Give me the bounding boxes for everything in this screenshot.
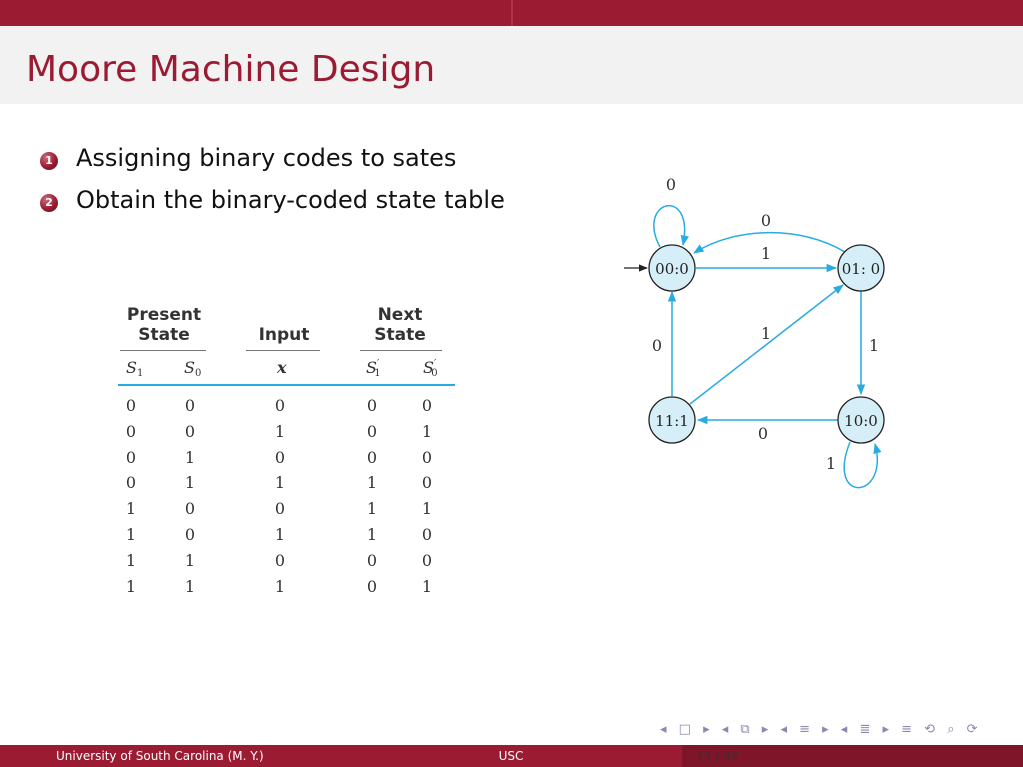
table-cell: 1 bbox=[184, 550, 196, 570]
subheader-x: x bbox=[277, 358, 287, 377]
table-cell: 0 bbox=[184, 421, 196, 441]
bullet-text: Obtain the binary-coded state table bbox=[76, 186, 505, 214]
header-underline bbox=[360, 350, 442, 351]
bullet-number-badge: 1 bbox=[40, 152, 58, 170]
table-cell: 1 bbox=[125, 525, 137, 544]
table-cell: 1 bbox=[274, 421, 286, 441]
label-01-00: 0 bbox=[761, 211, 771, 230]
table-cell: 0 bbox=[184, 396, 196, 415]
subheader-s1: S1 bbox=[126, 358, 144, 379]
table-cell: 1 bbox=[184, 447, 196, 467]
table-cell: 0 bbox=[184, 499, 196, 519]
header-next-line2: State bbox=[374, 325, 426, 345]
beamer-nav-controls[interactable]: ◂ □ ▸ ◂ ⧉ ▸ ◂ ≡ ▸ ◂ ≣ ▸ ≡ ⟲ ⌕ ⟳ bbox=[660, 722, 982, 737]
state-11: 11:1 bbox=[648, 396, 696, 444]
header-next-line1: Next bbox=[377, 305, 423, 325]
header-underline bbox=[246, 350, 320, 351]
table-cell: 0 bbox=[184, 525, 196, 544]
table-cell: 0 bbox=[421, 550, 433, 570]
table-cell: 0 bbox=[274, 447, 286, 467]
header-next: Next State bbox=[358, 305, 442, 345]
label-self-10: 1 bbox=[826, 454, 836, 473]
table-cell: 0 bbox=[366, 396, 378, 415]
edge-11-to-01 bbox=[689, 284, 844, 405]
table-cell: 0 bbox=[421, 396, 433, 415]
header-underline bbox=[120, 350, 206, 351]
table-cell: 1 bbox=[366, 499, 378, 519]
table-cell: 0 bbox=[366, 550, 378, 570]
label-00-01: 1 bbox=[761, 244, 771, 263]
table-cell: 0 bbox=[125, 421, 137, 441]
footer-page-number: 13 / 32 bbox=[682, 745, 1023, 767]
table-cell: 1 bbox=[184, 576, 196, 596]
table-cell: 1 bbox=[421, 576, 433, 596]
svg-text:10:0: 10:0 bbox=[844, 412, 878, 430]
edge-01-to-00 bbox=[693, 231, 846, 254]
top-bar bbox=[0, 0, 1023, 26]
footer-institution: University of South Carolina (M. Y.) bbox=[56, 749, 264, 763]
header-present-line2: State bbox=[138, 325, 190, 345]
edge-self-10 bbox=[843, 441, 882, 489]
table-cell: 1 bbox=[421, 499, 433, 519]
footer-center: USC bbox=[498, 749, 524, 763]
table-cell: 0 bbox=[125, 447, 137, 467]
table-cell: 1 bbox=[366, 525, 378, 544]
table-cell: 1 bbox=[274, 525, 286, 544]
footer-bar: University of South Carolina (M. Y.) USC… bbox=[0, 745, 1023, 767]
bullet-text: Assigning binary codes to sates bbox=[76, 144, 457, 172]
state-00: 00:0 bbox=[648, 244, 696, 292]
table-cell: 1 bbox=[125, 576, 137, 596]
table-cell: 0 bbox=[125, 396, 137, 415]
svg-text:01: 0: 01: 0 bbox=[842, 260, 880, 278]
table-cell: 0 bbox=[421, 473, 433, 493]
label-11-00: 0 bbox=[652, 336, 662, 355]
table-cell: 0 bbox=[421, 447, 433, 467]
label-11-01: 1 bbox=[761, 324, 771, 343]
header-input: Input bbox=[258, 325, 310, 345]
slide-title: Moore Machine Design bbox=[26, 49, 436, 90]
subheader-s0: S0 bbox=[184, 358, 202, 379]
state-diagram: 00:0 01: 0 11:1 10:0 0 0 1 0 1 1 0 1 bbox=[624, 175, 885, 489]
label-self-00: 0 bbox=[666, 175, 676, 194]
table-cell: 0 bbox=[274, 396, 286, 415]
table-cell: 0 bbox=[366, 447, 378, 467]
table-cell: 0 bbox=[274, 499, 286, 519]
top-bar-divider bbox=[511, 0, 513, 26]
table-cell: 0 bbox=[421, 525, 433, 544]
label-10-11: 0 bbox=[758, 424, 768, 443]
bullet-number-badge: 2 bbox=[40, 194, 58, 212]
state-01: 01: 0 bbox=[837, 244, 885, 292]
label-01-10: 1 bbox=[869, 336, 879, 355]
header-present-line1: Present bbox=[126, 305, 202, 325]
table-cell: 1 bbox=[125, 499, 137, 519]
table-cell: 1 bbox=[366, 473, 378, 493]
edge-self-00 bbox=[653, 205, 689, 248]
header-present: Present State bbox=[118, 305, 210, 345]
title-bar bbox=[0, 26, 1023, 104]
table-cell: 1 bbox=[184, 473, 196, 493]
svg-text:00:0: 00:0 bbox=[655, 260, 689, 278]
header-rule bbox=[118, 384, 455, 386]
svg-text:11:1: 11:1 bbox=[655, 412, 689, 430]
table-cell: 1 bbox=[274, 576, 286, 596]
table-cell: 1 bbox=[421, 421, 433, 441]
table-cell: 0 bbox=[125, 473, 137, 493]
state-10: 10:0 bbox=[837, 396, 885, 444]
subheader-next-s1: S′1 bbox=[366, 358, 381, 379]
table-cell: 1 bbox=[274, 473, 286, 493]
table-cell: 0 bbox=[366, 421, 378, 441]
table-cell: 0 bbox=[366, 576, 378, 596]
table-cell: 1 bbox=[125, 550, 137, 570]
table-cell: 0 bbox=[274, 550, 286, 570]
subheader-next-s0: S′0 bbox=[423, 358, 438, 379]
